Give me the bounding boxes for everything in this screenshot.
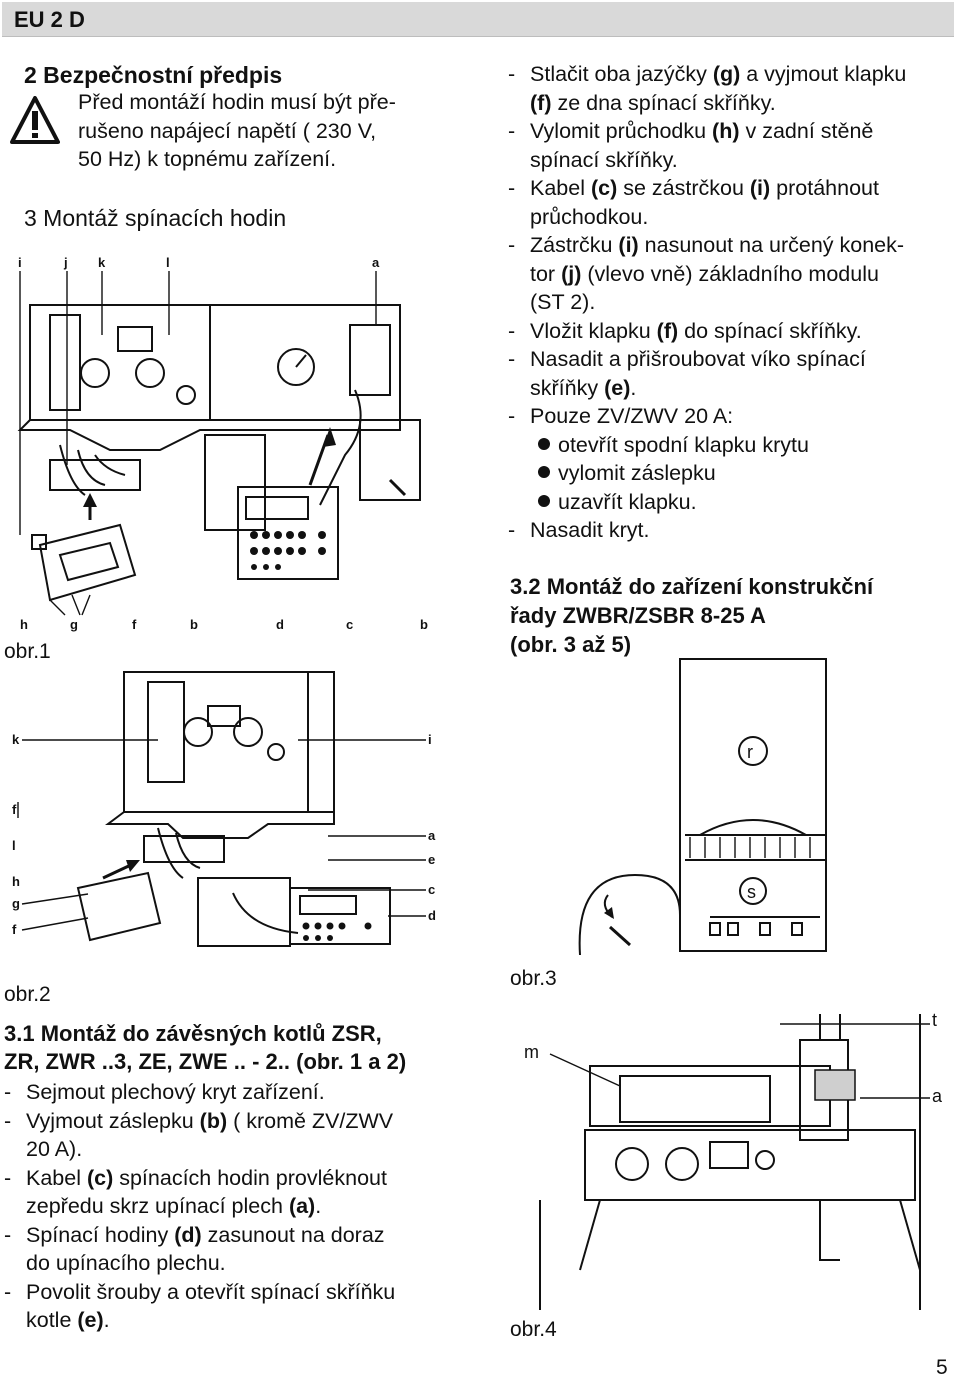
list-item: -Sejmout plechový kryt zařízení. xyxy=(4,1080,325,1104)
figure-1-caption: obr.1 xyxy=(4,640,51,663)
list-item: zepředu skrz upínací plech (a). xyxy=(26,1194,322,1218)
sub-list-item: otevřít spodní klapku krytu xyxy=(508,431,958,460)
fig2-label: k xyxy=(12,732,20,747)
fig2-label: i xyxy=(428,732,432,747)
fig4-label: a xyxy=(932,1086,943,1106)
fig2-label: a xyxy=(428,828,436,843)
list-item: -Pouze ZV/ZWV 20 A: xyxy=(508,404,734,428)
fig3-label: r xyxy=(747,742,753,762)
fig1-label: b xyxy=(420,617,428,632)
list-item: -Vylomit průchodku (h) v zadní stěně xyxy=(508,119,874,143)
fig1-label: g xyxy=(70,617,78,632)
list-item: -Vyjmout záslepku (b) ( kromě ZV/ZWV xyxy=(4,1108,394,1133)
bullet-dot-icon xyxy=(538,494,550,507)
fig2-label: f xyxy=(12,922,17,937)
section31-list: -Sejmout plechový kryt zařízení. -Vyjmou… xyxy=(4,1078,464,1335)
fig1-label: f xyxy=(132,617,137,632)
bullet-dot-icon xyxy=(538,437,550,450)
list-item: -Nasadit kryt. xyxy=(508,518,650,542)
fig2-label: h xyxy=(12,874,20,889)
section2-heading: 2 Bezpečnostní předpis xyxy=(24,62,283,88)
section32-heading: 3.2 Montáž do zařízení konstrukční řady … xyxy=(510,574,874,657)
figure-3-diagram: r s xyxy=(570,655,960,960)
fig1-label: d xyxy=(276,617,284,632)
list-item: -Spínací hodiny (d) zasunout na doraz xyxy=(4,1222,385,1247)
fig1-label: i xyxy=(18,255,22,270)
fig1-label: b xyxy=(190,617,198,632)
section3-heading: 3 Montáž spínacích hodin xyxy=(24,205,287,231)
bullet-dot-icon xyxy=(538,466,550,479)
fig4-label: t xyxy=(932,1010,937,1030)
header-title: EU 2 D xyxy=(14,7,85,32)
fig2-label: e xyxy=(428,852,435,867)
section2-text: Před montáží hodin musí být pře- rušeno … xyxy=(78,88,458,174)
list-item: (ST 2). xyxy=(530,290,596,314)
list-item: -Zástrčku (i) nasunout na určený konek- xyxy=(508,233,905,257)
list-item: -Stlačit oba jazýčky (g) a vyjmout klapk… xyxy=(508,62,907,86)
fig2-label: c xyxy=(428,882,435,897)
figure-3-caption: obr.3 xyxy=(510,967,557,990)
fig1-label: a xyxy=(372,255,380,270)
list-item: spínací skříňky. xyxy=(530,147,678,172)
fig4-label: m xyxy=(524,1042,539,1062)
fig1-label: h xyxy=(20,617,28,632)
list-item: -Povolit šrouby a otevřít spínací skříňk… xyxy=(4,1279,396,1304)
list-item: kotle (e). xyxy=(26,1308,110,1332)
list-item: průchodkou. xyxy=(530,204,649,229)
list-item: 20 A). xyxy=(26,1137,83,1161)
figure-4-diagram: m t a xyxy=(520,1010,960,1310)
fig2-label: g xyxy=(12,896,20,911)
warning-icon xyxy=(10,96,60,146)
figure-2-diagram: k f l h g f i a e c d xyxy=(8,668,448,948)
figure-2-caption: obr.2 xyxy=(4,983,51,1006)
sub-list-item: vylomit záslepku xyxy=(508,459,958,488)
list-item: -Kabel (c) se zástrčkou (i) protáhnout xyxy=(508,176,879,200)
section2-line: Před montáží hodin musí být pře- xyxy=(78,90,396,114)
fig1-label: j xyxy=(63,255,68,270)
right-instructions: -Stlačit oba jazýčky (g) a vyjmout klapk… xyxy=(508,60,958,545)
section31-heading: 3.1 Montáž do závěsných kotlů ZSR, ZR, Z… xyxy=(4,1021,407,1074)
header-bar: EU 2 D xyxy=(2,2,954,37)
fig1-label: k xyxy=(98,255,106,270)
fig2-label: d xyxy=(428,908,436,923)
list-item: skříňky (e). xyxy=(530,375,637,400)
fig2-label: l xyxy=(12,838,16,853)
list-item: -Nasadit a přišroubovat víko spínací xyxy=(508,347,866,371)
figure-1-diagram: i j k l a xyxy=(10,255,440,635)
list-item: do upínacího plechu. xyxy=(26,1251,226,1275)
section2-line: 50 Hz) k topnému zařízení. xyxy=(78,147,337,171)
fig1-label: l xyxy=(166,255,170,270)
fig3-label: s xyxy=(747,882,756,902)
section2-line: rušeno napájecí napětí ( 230 V, xyxy=(78,118,377,143)
list-item: tor (j) (vlevo vně) základního modulu xyxy=(530,261,879,286)
fig2-label: f xyxy=(12,802,17,817)
list-item: -Kabel (c) spínacích hodin provléknout xyxy=(4,1165,387,1190)
page-number: 5 xyxy=(936,1356,948,1379)
list-item: (f) ze dna spínací skříňky. xyxy=(530,90,776,115)
figure-4-caption: obr.4 xyxy=(510,1318,557,1341)
sub-list-item: uzavřít klapku. xyxy=(508,488,958,517)
list-item: -Vložit klapku (f) do spínací skříňky. xyxy=(508,318,862,343)
fig1-label: c xyxy=(346,617,353,632)
